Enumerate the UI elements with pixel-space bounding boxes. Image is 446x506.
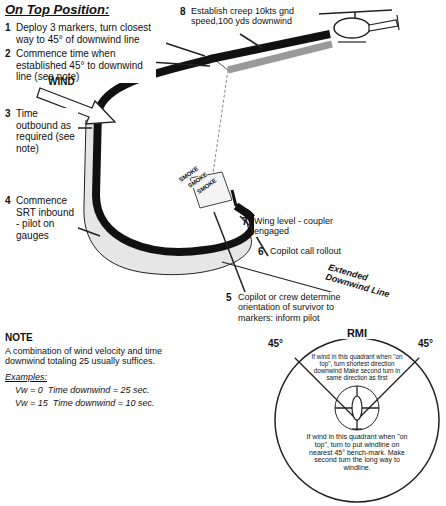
step-text: Commence time when established 45° to do…	[16, 48, 156, 83]
step-text: Commence SRT inbound - pilot on gauges	[16, 195, 78, 241]
helicopter-topview	[335, 386, 379, 430]
quadrant-note: If wind in this quadrant when "on top", …	[311, 353, 403, 381]
bearing-label: 45°	[418, 338, 433, 350]
callout-number: 6	[258, 246, 264, 258]
page-title: On Top Position:	[5, 3, 109, 18]
callout-number: 4	[5, 195, 11, 207]
step-text: Copilot or crew determine orientation of…	[238, 292, 368, 323]
helicopter-icon	[318, 10, 399, 42]
step-text: Wing level - coupler engaged	[254, 216, 334, 237]
note-heading: NOTE	[5, 332, 33, 344]
wind-label: WIND	[48, 76, 75, 88]
step-text: Establish creep 10kts gnd speed,100 yds …	[191, 6, 319, 27]
bearing-label: 45°	[268, 338, 283, 350]
callout-number: 2	[5, 48, 11, 60]
rmi-dial: RMI If wind in this quadrant when "on top…	[265, 327, 445, 506]
callout-number: 1	[5, 22, 11, 34]
marker-drop-line	[212, 70, 228, 180]
callout-number: 3	[5, 108, 11, 120]
callout-number: 7	[242, 216, 248, 228]
example-line: Vw = 0 Time downwind = 25 sec.	[15, 385, 150, 395]
examples-heading: Examples:	[5, 372, 47, 382]
example-line: Vw = 15 Time downwind = 10 sec.	[15, 398, 155, 408]
quadrant-note: If wind in this quadrant when "on top", …	[303, 433, 411, 472]
step-text: Time outbound as required (see note)	[16, 108, 78, 154]
callout-number: 8	[180, 6, 186, 18]
step-text: Copilot call rollout	[270, 246, 360, 256]
dial-title: RMI	[335, 327, 379, 339]
step-text: Deploy 3 markers, turn closest way to 45…	[16, 22, 166, 45]
callout-number: 5	[226, 292, 232, 304]
note-text: A combination of wind velocity and time …	[5, 346, 180, 367]
wing-level-leg	[232, 190, 236, 206]
